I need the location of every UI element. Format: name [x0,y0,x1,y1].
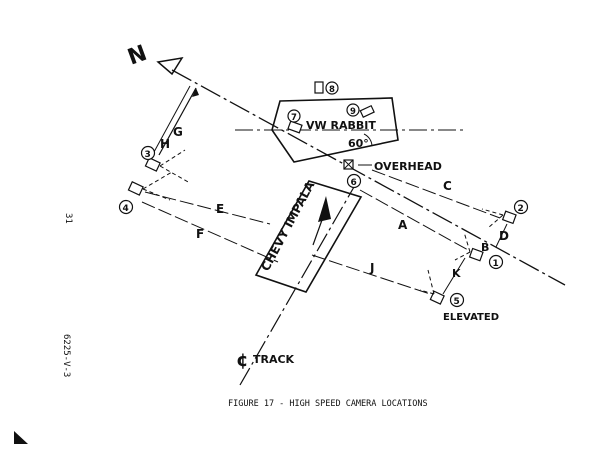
camera-3-body [144,157,161,172]
label-h: H [160,137,170,151]
label-f: G [173,125,183,139]
label-j: J [369,261,374,275]
camera-4-label: 4 [123,204,129,214]
reference-line [171,69,566,286]
corner-mark [14,431,28,444]
camera-5-body [429,290,445,305]
direction-arrow [318,196,331,222]
camera-5-label: 5 [454,297,460,307]
camera-8-label: 8 [329,85,335,95]
figure-caption: FIGURE 17 - HIGH SPEED CAMERA LOCATIONS [228,399,428,409]
dimension-f [158,87,197,156]
label-b: B [481,241,489,254]
camera-9-body [359,104,375,118]
camera-9-label: 9 [350,107,356,117]
camera-1-body [468,247,484,262]
label-k: K [452,267,461,280]
camera-1-label: 1 [493,259,499,269]
impala-label: CHEVY IMPALA [258,178,317,273]
camera-6-label: 6 [351,178,357,188]
rabbit-label: VW RABBIT [306,119,376,132]
camera-7-body [287,120,303,134]
label-e: E [216,202,224,216]
track-label: TRACK [253,353,295,366]
north-arrow: N [124,41,184,76]
vw-rabbit-vehicle [271,97,399,163]
track-centerline [239,179,359,386]
camera-7-label: 7 [291,113,297,123]
camera-3-label: 3 [145,150,151,160]
label-d: D [499,229,509,243]
camera-2-label: 2 [518,204,524,214]
track-symbol: ¢ [236,350,249,371]
report-id: 6225-V-3 [61,334,71,377]
page-number: 31 [63,213,73,224]
camera-4-body [127,181,144,196]
overhead-label: OVERHEAD [374,160,442,173]
label-c: C [443,179,452,193]
angle-label: 60° [348,137,369,150]
elevated-label: ELEVATED [443,312,499,323]
camera-8-body [314,81,324,94]
chevy-impala-vehicle [254,180,363,293]
label-a: A [398,218,408,232]
north-label: N [124,41,150,71]
label-g: F [196,227,204,241]
camera-2-body [501,210,517,225]
